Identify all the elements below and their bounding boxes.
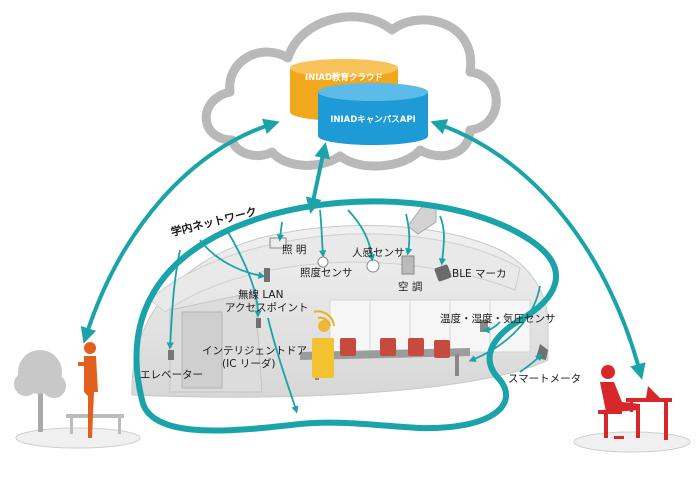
device-connectors: [166, 209, 543, 414]
elevator-label: エレベーター: [140, 369, 203, 381]
lighting-label: 照 明: [282, 244, 306, 256]
illuminance-sensor-label: 照度センサ: [300, 266, 353, 279]
campus-api-database: INIADキャンパスAPI: [318, 83, 428, 145]
education-cloud-label: INIAD教育クラウド: [305, 72, 383, 83]
ic-reader-label: (IC リーダ): [222, 357, 275, 370]
ble-marker-label: BLE マーカ: [452, 268, 507, 280]
desk-scene: [573, 365, 691, 453]
cloud-network-arrow: [305, 142, 331, 214]
air-conditioning-label: 空 調: [398, 280, 422, 293]
cloud-desk-arrow: [430, 119, 646, 380]
walker-scene: [14, 342, 141, 449]
cloud-walker-arrow: [80, 118, 280, 344]
access-point-label: アクセスポイント: [225, 302, 308, 314]
wireless-lan-label: 無線 LAN: [238, 288, 283, 301]
smart-meter-label: スマートメータ: [508, 373, 581, 385]
campus-api-label: INIADキャンパスAPI: [330, 114, 416, 125]
motion-sensor-label: 人感センサ: [352, 246, 405, 259]
env-sensor-label: 温度・湿度・気圧センサ: [440, 312, 556, 325]
desk-person-icon: [598, 365, 672, 440]
intelligent-door-label: インテリジェントドア: [202, 345, 307, 357]
walking-person-icon: [78, 342, 98, 438]
